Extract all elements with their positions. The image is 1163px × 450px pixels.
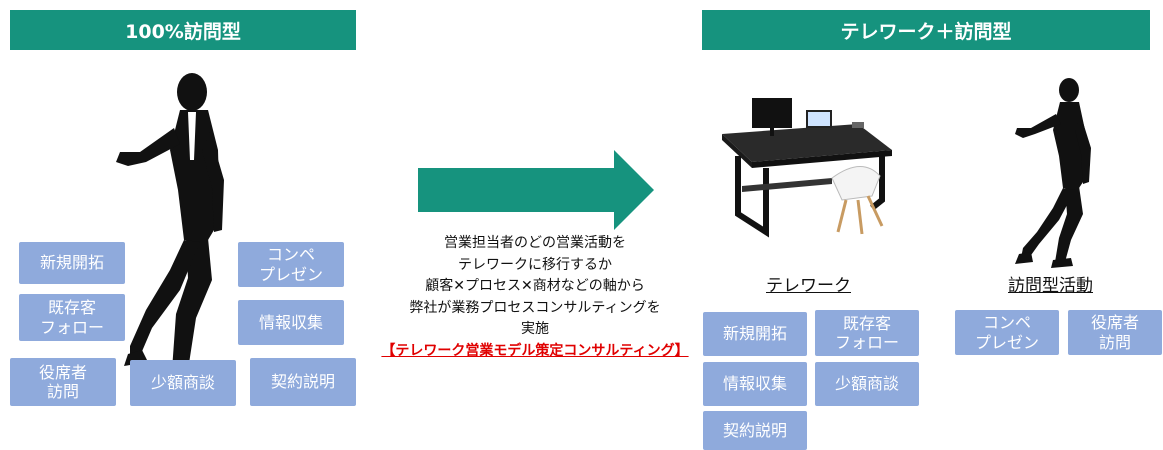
tag-new-development: 新規開拓 [19,242,125,284]
desk-icon [722,98,892,238]
walking-businessman-icon-right [1015,78,1091,268]
telework-label: テレワーク [766,276,851,296]
caption-line-3: 顧客✕プロセス✕商材などの軸から [425,278,645,294]
consulting-description: 営業担当者のどの営業活動を テレワークに移行するか 顧客✕プロセス✕商材などの軸… [370,233,700,362]
telework-tag-existing-customer-follow: 既存客 フォロー [815,310,919,356]
left-header: 100%訪問型 [10,10,356,50]
telework-tag-contract-explanation: 契約説明 [703,411,807,450]
visit-tag-competition-presentation: コンペ プレゼン [955,310,1059,355]
telework-tag-small-deal: 少額商談 [815,362,919,406]
walking-businessman-icon [116,73,224,378]
caption-line-4: 弊社が業務プロセスコンサルティングを [409,299,661,316]
caption-line-1: 営業担当者のどの営業活動を [444,235,626,251]
tag-small-deal: 少額商談 [130,360,236,406]
tag-information-gathering: 情報収集 [238,300,344,345]
telework-tag-new-development: 新規開拓 [703,312,807,356]
tag-competition-presentation: コンペ プレゼン [238,242,344,287]
tag-existing-customer-follow: 既存客 フォロー [19,294,125,341]
caption-line-2: テレワークに移行するか [458,256,612,273]
right-header: テレワーク＋訪問型 [702,10,1150,50]
consulting-highlight: 【テレワーク営業モデル策定コンサルティング】 [381,342,689,359]
visit-tag-executive-visit: 役席者 訪問 [1068,310,1162,355]
telework-tag-information-gathering: 情報収集 [703,362,807,406]
caption-line-5: 実施 [521,321,549,337]
right-arrow-icon [418,150,654,230]
visit-activity-label: 訪問型活動 [1008,276,1093,296]
tag-executive-visit: 役席者 訪問 [10,358,116,406]
tag-contract-explanation: 契約説明 [250,358,356,406]
